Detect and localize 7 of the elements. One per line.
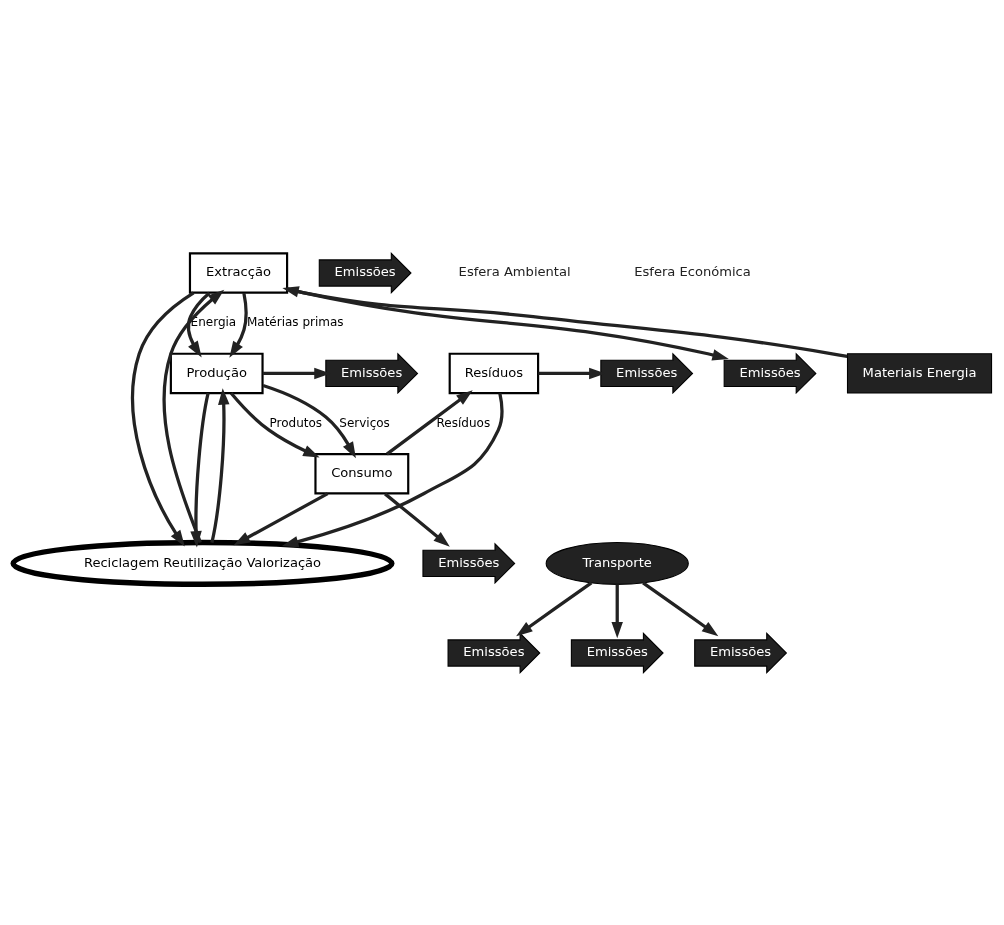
edge-label: Resíduos xyxy=(436,415,490,430)
edge-label: Energia xyxy=(190,314,236,329)
label: Esfera Ambiental xyxy=(458,263,571,279)
edge-label: Matérias primas xyxy=(246,314,344,329)
edge-label: Produtos xyxy=(269,415,322,430)
edge-label: Serviços xyxy=(338,415,390,430)
label: Esfera Económica xyxy=(633,263,751,279)
